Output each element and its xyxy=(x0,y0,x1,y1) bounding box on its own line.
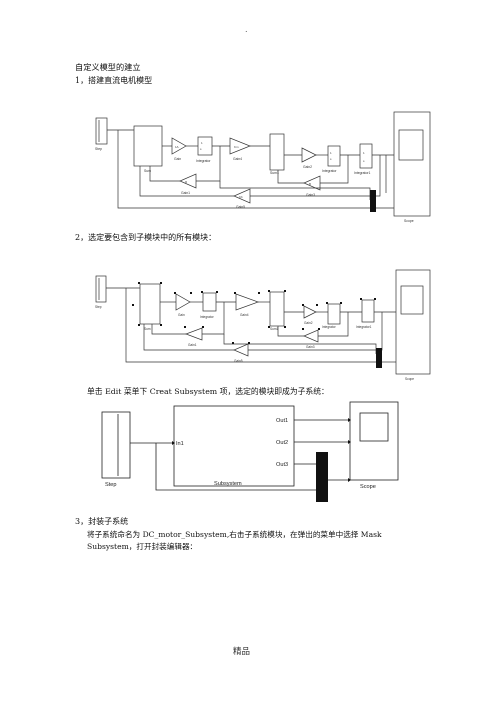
label-sum1-sel: Sum1 xyxy=(270,327,279,331)
gain-block-sel[interactable] xyxy=(175,293,191,311)
label-scope: Scope xyxy=(404,219,414,223)
label-in1: In1 xyxy=(176,441,184,447)
step2-description: 单击 Edit 菜单下 Creat Subsystem 项，选定的模块即成为子系… xyxy=(87,387,329,396)
gain4-block[interactable] xyxy=(229,137,251,155)
label-out2: Out2 xyxy=(276,440,288,446)
subsystem-diagram: Step In1 Out1 Out2 Out3 Subsystem Scope xyxy=(101,401,399,502)
step-block-sub[interactable] xyxy=(101,411,131,479)
sum1-block-sel[interactable] xyxy=(269,291,285,327)
svg-text:B: B xyxy=(309,182,311,186)
label-gain5-sel: Gain5 xyxy=(234,359,243,363)
scope-block[interactable] xyxy=(393,111,431,217)
label-integrator-2: Integrator xyxy=(322,169,337,173)
sum-block-sel[interactable] xyxy=(139,283,161,325)
label-scope-sub: Scope xyxy=(360,484,376,490)
svg-text:s: s xyxy=(330,157,332,161)
gain4-block-sel[interactable] xyxy=(235,293,260,311)
sum-block[interactable] xyxy=(133,125,163,167)
svg-text:s: s xyxy=(363,159,365,163)
label-gain1: Gain1 xyxy=(181,191,190,195)
scope-screen-sub xyxy=(359,412,389,442)
svg-text:R: R xyxy=(185,180,188,184)
label-step: Step xyxy=(95,147,102,151)
label-gain-sel: Gain xyxy=(178,313,185,317)
label-gain5: Gain5 xyxy=(236,205,245,209)
scope-screen xyxy=(398,129,424,161)
scope-block-sub[interactable] xyxy=(349,401,399,481)
mux-block-sel[interactable] xyxy=(376,348,382,368)
scope-screen-sel xyxy=(400,285,424,315)
label-integrator-sel-2: Integrator xyxy=(322,325,337,329)
sum1-block[interactable] xyxy=(269,133,285,171)
gain5-block-sel[interactable] xyxy=(233,343,249,357)
label-integrator1: Integrator1 xyxy=(354,171,371,175)
label-integrator-sel: Integrator xyxy=(200,315,215,319)
integrator1-block-sel[interactable] xyxy=(361,299,375,323)
integrator-block-2[interactable] xyxy=(327,145,341,167)
mux-block[interactable] xyxy=(370,190,376,212)
svg-text:1/L: 1/L xyxy=(175,145,180,149)
gain2-block[interactable] xyxy=(301,147,317,163)
integrator-block-sel[interactable] xyxy=(202,292,217,312)
label-subsystem: Subsystem xyxy=(214,481,242,487)
label-gain: Gain xyxy=(174,157,181,161)
step1-heading: 1，搭建直流电机模型 xyxy=(75,76,153,85)
gain1-block[interactable] xyxy=(179,173,197,189)
label-gain2: Gain2 xyxy=(303,165,312,169)
label-gain3-sel: Gain3 xyxy=(306,345,315,349)
svg-text:1: 1 xyxy=(201,141,203,145)
step3-description: 将子系统命名为 DC_motor_Subsystem,右击子系统模块，在弹出的菜… xyxy=(87,530,382,551)
subsystem-block[interactable] xyxy=(173,405,295,487)
gain3-block-sel[interactable] xyxy=(303,329,319,343)
label-out1: Out1 xyxy=(276,418,288,424)
label-out3: Out3 xyxy=(276,462,288,468)
step3-heading: 3，封装子系统 xyxy=(75,517,129,526)
gain1-block-sel[interactable] xyxy=(185,327,203,341)
label-step-sel: Step xyxy=(95,305,102,309)
label-scope-sel: Scope xyxy=(405,377,414,381)
integrator-block-sel-2[interactable] xyxy=(327,303,341,325)
step-block[interactable] xyxy=(95,117,108,145)
label-sum: Sum xyxy=(144,169,151,173)
label-gain4: Gain4 xyxy=(233,157,242,161)
integrator1-block[interactable] xyxy=(359,143,373,169)
gain2-block-sel[interactable] xyxy=(303,305,317,319)
svg-text:1: 1 xyxy=(363,151,365,155)
page-footer: 精品 xyxy=(233,647,251,657)
svg-text:Kb: Kb xyxy=(239,195,243,199)
scope-block-sel[interactable] xyxy=(395,269,431,375)
label-sum-sel: Sum xyxy=(144,327,151,331)
label-gain1-sel: Gain1 xyxy=(188,343,197,347)
label-integrator1-sel: Integrator1 xyxy=(356,325,372,329)
label-sum1: Sum1 xyxy=(270,171,279,175)
label-step-sub: Step xyxy=(105,482,117,488)
selected-blocks-diagram: Step Sum Gain Integrator Gain4 Sum1 Gain… xyxy=(95,269,431,381)
svg-text:Km: Km xyxy=(234,145,239,149)
mux-block-sub[interactable] xyxy=(316,452,328,502)
label-gain2-sel: Gain2 xyxy=(304,321,313,325)
doc-title: 自定义模型的建立 xyxy=(75,62,141,72)
label-gain3: Gain3 xyxy=(306,193,315,197)
svg-text:s: s xyxy=(200,147,202,151)
label-integrator: Integrator xyxy=(196,159,211,163)
svg-text:1: 1 xyxy=(330,151,332,155)
step2-heading: 2，选定要包含到子模块中的所有模块： xyxy=(75,233,217,242)
step-block-sel[interactable] xyxy=(95,275,107,303)
integrator-block[interactable] xyxy=(197,136,213,156)
label-gain4-sel: Gain4 xyxy=(240,313,249,317)
header-mark: . xyxy=(245,25,248,34)
dc-motor-diagram: 1/L 1 s Km 1 s 1 s R B Kb Step Sum Gain … xyxy=(95,111,431,223)
